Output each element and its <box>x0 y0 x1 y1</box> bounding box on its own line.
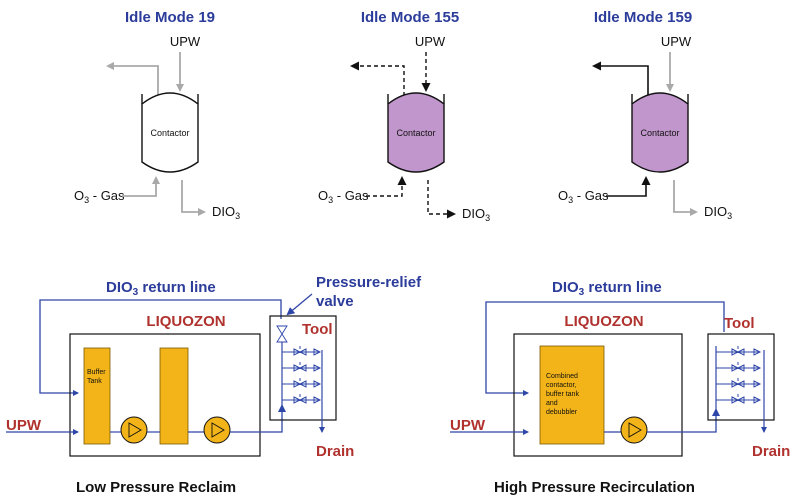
upw-label: UPW <box>415 34 446 49</box>
o3-inlet-arrow <box>366 176 407 197</box>
tool-manifold <box>282 346 322 404</box>
o3-gas-label: O3 - Gas <box>318 188 369 205</box>
contactor-vessel <box>631 92 689 173</box>
dio3-return-line <box>39 299 282 396</box>
drain-label: Drain <box>316 443 354 460</box>
combined-label-2: contactor, <box>546 382 576 389</box>
tool-label: Tool <box>302 321 333 338</box>
o3-inlet-arrow <box>606 176 651 197</box>
gas-outlet-arrow <box>592 61 649 96</box>
o3-gas-label: O3 - Gas <box>74 188 125 205</box>
dio3-outlet-arrow <box>427 180 456 219</box>
o3-gas-label: O3 - Gas <box>558 188 609 205</box>
buffer-tank-label-1: Buffer <box>87 369 106 376</box>
caption: High Pressure Recirculation <box>494 479 695 496</box>
dio3-label: DIO3 <box>462 206 490 223</box>
idle-mode-19: Idle Mode 19 UPW Contactor O3 - Gas DIO3 <box>74 9 240 221</box>
relief-valve-pointer <box>286 293 313 316</box>
drain-label: Drain <box>752 443 790 460</box>
pump-1 <box>120 416 148 444</box>
low-pressure-reclaim-system: DIO3 return line Pressure-relief valve L… <box>6 274 422 496</box>
mode-title: Idle Mode 155 <box>361 9 459 26</box>
tool-box <box>269 315 337 421</box>
dio3-label: DIO3 <box>704 204 732 221</box>
return-line-label: DIO3 return line <box>552 279 662 298</box>
pump <box>620 416 648 444</box>
relief-label-line2: valve <box>316 293 354 310</box>
mode-title: Idle Mode 19 <box>125 9 215 26</box>
dio3-outlet-arrow <box>181 180 206 216</box>
liquozon-label: LIQUOZON <box>146 313 225 330</box>
upw-label: UPW <box>450 417 486 434</box>
combined-label-3: buffer tank <box>546 391 579 398</box>
combined-label-4: and <box>546 400 558 407</box>
dio3-label: DIO3 <box>212 204 240 221</box>
tool-box <box>707 333 775 421</box>
dio3-return-line <box>485 301 725 396</box>
caption: Low Pressure Reclaim <box>76 479 236 496</box>
buffer-tank <box>83 347 111 445</box>
return-line-label: DIO3 return line <box>106 279 216 298</box>
contactor-vessel <box>141 92 199 173</box>
contactor-label: Contactor <box>150 128 189 138</box>
buffer-tank-label-2: Tank <box>87 378 102 385</box>
supply-line <box>647 408 720 433</box>
contactor-label: Contactor <box>396 128 435 138</box>
combined-label-1: Combined <box>546 373 578 380</box>
idle-mode-159: Idle Mode 159 UPW Contactor O3 - Gas DIO… <box>558 9 732 221</box>
high-pressure-recirculation-system: DIO3 return line LIQUOZON Combined conta… <box>450 279 790 496</box>
liquozon-label: LIQUOZON <box>564 313 643 330</box>
gas-outlet-arrow <box>350 61 405 96</box>
upw-label: UPW <box>6 417 42 434</box>
contactor-label: Contactor <box>640 128 679 138</box>
liquozon-unit <box>69 333 261 457</box>
contactor-tank <box>159 347 189 445</box>
mode-title: Idle Mode 159 <box>594 9 692 26</box>
gas-outlet-arrow <box>106 62 159 96</box>
pump-2 <box>203 416 231 444</box>
relief-valve <box>276 325 288 343</box>
relief-label-line1: Pressure-relief <box>316 274 422 291</box>
tool-manifold <box>716 346 762 404</box>
tool-label: Tool <box>724 315 755 332</box>
supply-line <box>230 404 286 433</box>
liquozon-unit <box>513 333 683 457</box>
contactor-vessel <box>387 92 445 173</box>
combined-tank <box>539 345 605 445</box>
idle-mode-155: Idle Mode 155 UPW Contactor O3 - Gas DIO… <box>318 9 490 223</box>
dio3-outlet-arrow <box>673 180 698 216</box>
upw-label: UPW <box>661 34 692 49</box>
upw-label: UPW <box>170 34 201 49</box>
o3-inlet-arrow <box>122 176 160 197</box>
combined-label-5: debubbler <box>546 409 578 416</box>
